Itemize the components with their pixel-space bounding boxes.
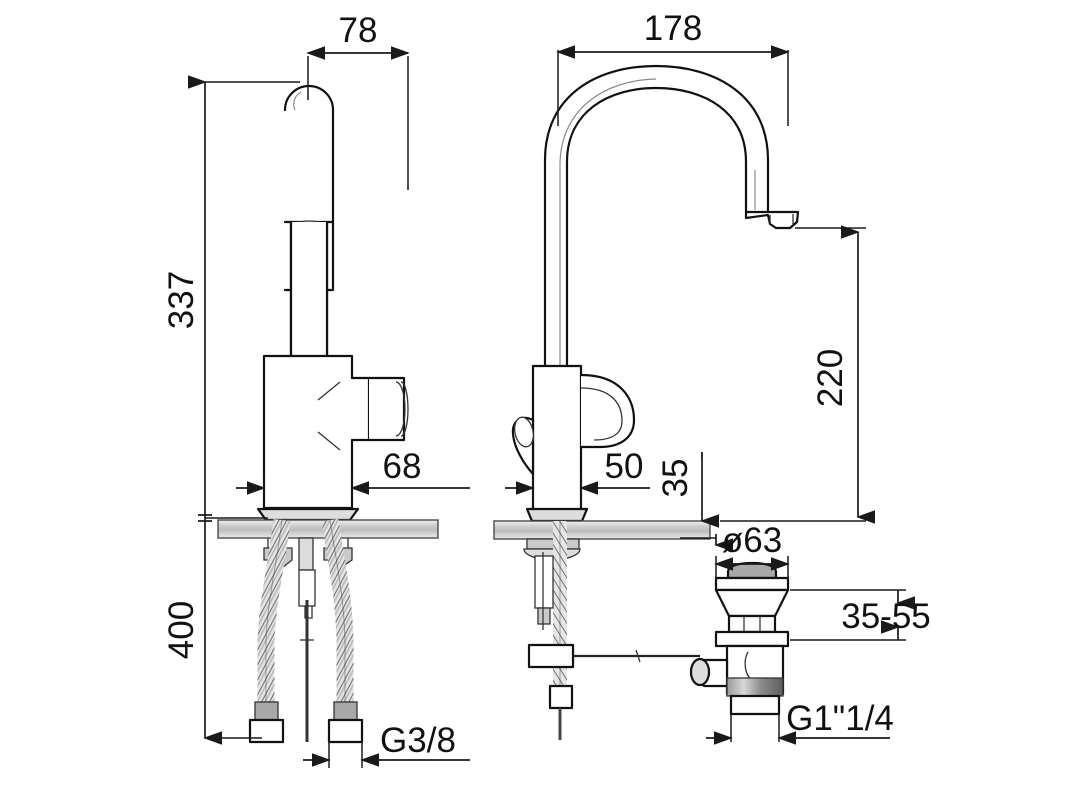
front-spout-highlight-left	[559, 78, 657, 380]
front-spout-tip-detail	[769, 214, 794, 224]
drain-taper	[714, 588, 790, 618]
side-base-flange	[256, 507, 360, 522]
drain-flange	[714, 576, 790, 592]
dim-400-label: 400	[162, 601, 201, 659]
front-lever-loop-inner	[580, 387, 623, 441]
dim-g114-label: G1"1/4	[786, 699, 894, 738]
drain-cap	[726, 561, 778, 580]
dim-3555-label: 35-55	[841, 597, 931, 636]
front-view-dimensions: 178 220 50 35 ø63 35-55 G1"1/4	[505, 9, 931, 745]
dim-220-label: 220	[811, 349, 850, 407]
front-spout-inner	[565, 86, 748, 402]
side-body-fill	[264, 356, 369, 508]
side-hose-left-edge	[265, 519, 283, 712]
side-hose-right-edge	[329, 519, 346, 712]
front-lever-tail-detail	[514, 416, 534, 448]
dim-78-label: 78	[339, 11, 378, 50]
side-nozzle-rib-1	[395, 381, 406, 437]
side-hose-right-nut	[327, 718, 364, 744]
dim-50-label: 50	[605, 447, 644, 486]
front-popup-collar	[537, 607, 551, 625]
front-base-flange	[525, 507, 589, 523]
drain-assembly	[689, 561, 790, 716]
front-linkage-block	[527, 643, 575, 669]
dim-g38-label: G3/8	[380, 721, 456, 760]
drain-lower-flange	[714, 630, 790, 648]
dim-337-tick	[198, 514, 212, 522]
side-column-fill	[291, 222, 327, 356]
dim-68-label: 68	[383, 447, 422, 486]
front-linkage-rod-mark	[635, 649, 641, 663]
side-nozzle-rib-2	[400, 381, 409, 437]
dim-35-label: 35	[656, 459, 695, 498]
side-hose-left-nut	[248, 718, 285, 744]
side-nozzle	[367, 376, 406, 442]
drain-ball-joint	[689, 657, 711, 687]
front-view-group	[493, 64, 800, 740]
drain-slot-dividers	[743, 616, 761, 632]
countertop-slab-right	[493, 520, 711, 540]
side-view-dimensions: 78 337 400 68 G3/8	[162, 11, 470, 768]
dim-337-label: 337	[162, 271, 201, 329]
side-view-group	[217, 84, 439, 744]
side-body-chamfer-upper	[317, 381, 341, 401]
dim-o63-label: ø63	[722, 521, 782, 560]
front-spout-tip	[744, 210, 800, 230]
side-handle-highlight	[293, 91, 302, 111]
drain-tailpipe	[729, 694, 781, 716]
front-spout-outer	[543, 64, 770, 402]
side-column-edges	[289, 220, 329, 357]
side-hose-right	[321, 518, 354, 712]
drain-slot-ring	[727, 614, 777, 634]
side-hose-left	[257, 518, 291, 712]
side-handle-outline	[283, 84, 335, 292]
side-center-stud	[298, 537, 314, 571]
drain-thread-band	[726, 677, 784, 697]
front-popup-body	[534, 555, 554, 609]
dim-178-label: 178	[644, 9, 702, 48]
front-hose-nut	[548, 684, 574, 710]
front-body-fill	[533, 366, 581, 518]
side-body-chamfer-lower	[317, 431, 341, 451]
